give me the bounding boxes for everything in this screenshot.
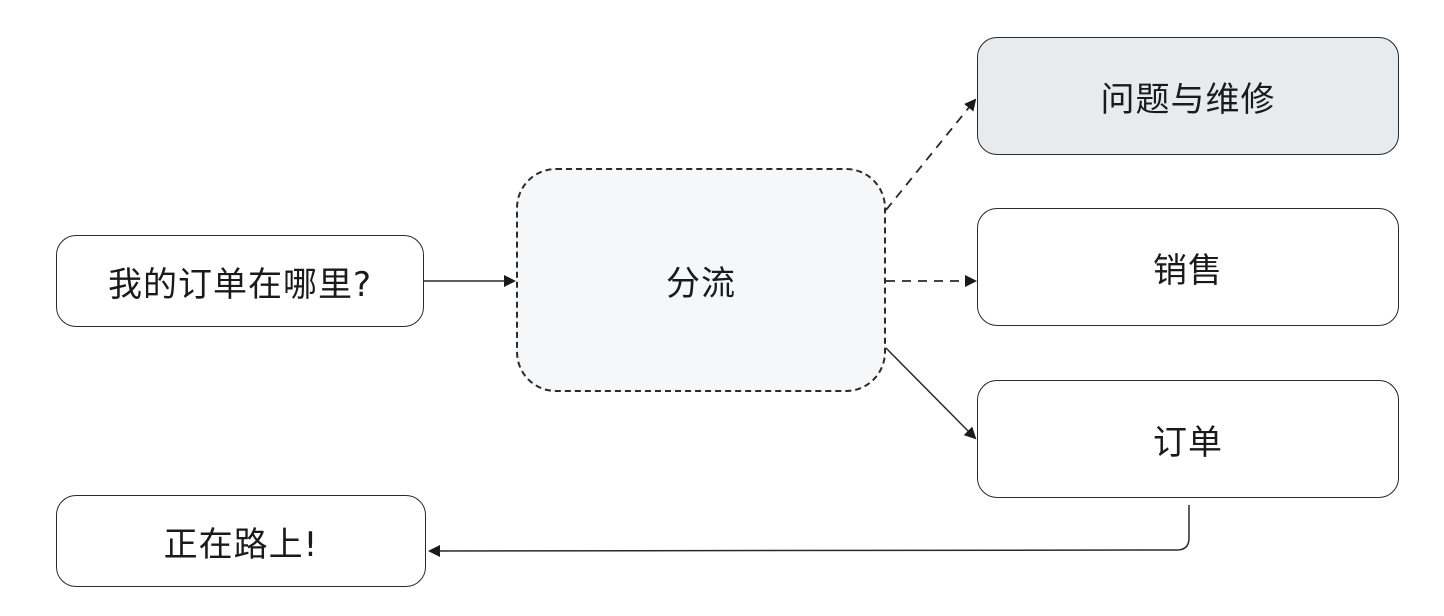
node-sales-label: 销售 [1153, 250, 1223, 291]
node-reply: 正在路上! [56, 495, 426, 587]
node-orders-label: 订单 [1153, 422, 1223, 463]
node-question: 我的订单在哪里? [56, 235, 424, 327]
node-repair-label: 问题与维修 [1100, 79, 1276, 120]
edge-triage-to-orders [885, 347, 977, 440]
node-repair: 问题与维修 [977, 37, 1399, 155]
edge-triage-to-repair [885, 98, 977, 211]
node-question-label: 我的订单在哪里? [107, 264, 373, 305]
node-triage: 分流 [516, 168, 886, 392]
node-sales: 销售 [977, 208, 1399, 326]
node-triage-label: 分流 [666, 263, 736, 304]
node-reply-label: 正在路上! [163, 524, 319, 565]
node-orders: 订单 [977, 380, 1399, 498]
edge-orders-to-reply [428, 505, 1190, 557]
